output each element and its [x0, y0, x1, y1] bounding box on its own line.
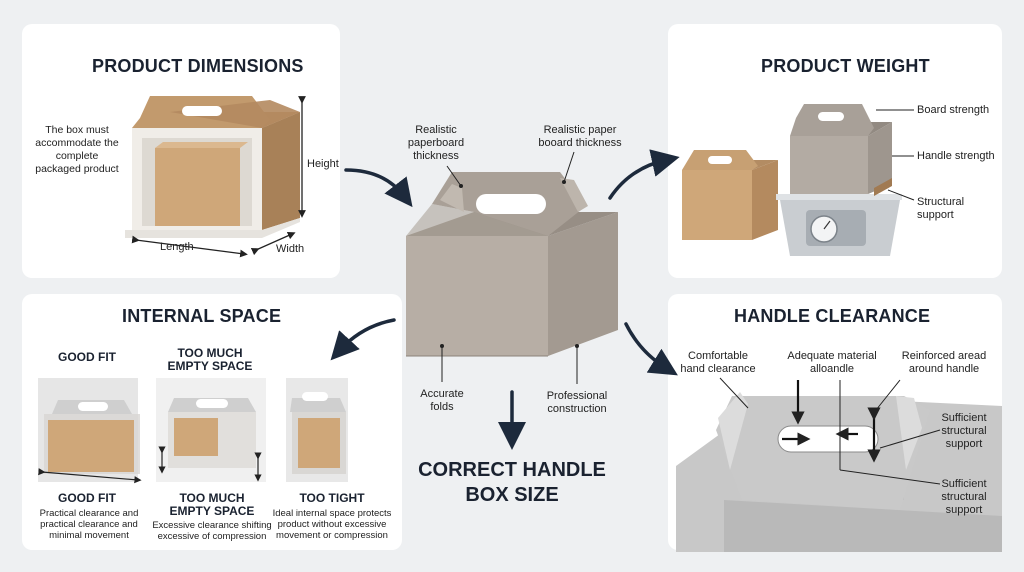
flow-arrows	[330, 149, 680, 450]
arrow-to-handle	[624, 322, 678, 376]
good-fit-label: GOOD FIT	[58, 491, 116, 505]
structural-support-label: Structural support	[917, 196, 965, 221]
good-fit-top-label: GOOD FIT	[58, 350, 116, 364]
center-leader-lines	[441, 151, 578, 384]
internal-space-title: INTERNAL SPACE	[122, 306, 282, 326]
too-tight-description: Ideal internal space protects product wi…	[272, 508, 392, 541]
sufficient-support-label-2: Sufficient structural support	[941, 478, 987, 516]
correct-handle-box-size-title: CORRECT HANDLE BOX SIZE	[418, 459, 606, 506]
good-fit-box-illustration	[38, 378, 142, 484]
handle-strength-label: Handle strength	[917, 150, 995, 162]
dimension-arrows	[131, 96, 306, 258]
too-tight-label: TOO TIGHT	[299, 491, 365, 505]
handle-leader-lines	[719, 377, 941, 485]
paperboard-thickness-right: Realistic paper booard thickness	[538, 124, 622, 149]
arrow-to-internal	[330, 318, 396, 361]
length-arrow	[131, 235, 248, 258]
width-arrow	[250, 232, 296, 256]
kraft-box-small-illustration	[682, 150, 778, 240]
product-dimensions-title: PRODUCT DIMENSIONS	[92, 56, 304, 76]
kraft-box-dimensions-illustration	[125, 96, 300, 238]
arrow-from-dimensions	[344, 168, 413, 208]
board-strength-label: Board strength	[917, 104, 990, 116]
weighing-scale-illustration	[776, 194, 902, 256]
height-label: Height	[307, 158, 339, 170]
width-label: Width	[276, 243, 305, 255]
accurate-folds-label: Accurate folds	[420, 388, 464, 413]
good-fit-description: Practical clearance and practical cleara…	[39, 508, 139, 541]
length-label: Length	[160, 241, 194, 253]
too-much-space-top-label: TOO MUCH EMPTY SPACE	[167, 346, 253, 373]
grey-box-weight-illustration	[790, 104, 892, 196]
too-tight-box-illustration	[286, 378, 348, 482]
center-handle-box-illustration	[406, 172, 618, 357]
arrow-to-weight	[608, 149, 680, 200]
adequate-material-label: Adequate material alloandle	[787, 350, 877, 375]
too-much-space-box-illustration	[156, 378, 266, 482]
comfortable-clearance-label: Comfortable hand clearance	[680, 350, 756, 375]
too-much-space-label: TOO MUCH EMPTY SPACE	[169, 491, 255, 518]
reinforced-area-label: Reinforced aread around handle	[901, 350, 987, 375]
handle-clearance-arrows	[782, 380, 881, 463]
dimensions-note: The box must accommodate the complete pa…	[35, 124, 119, 175]
sufficient-support-label-1: Sufficient structural support	[941, 412, 987, 450]
paperboard-thickness-left: Realistic paperboard thickness	[407, 124, 465, 162]
professional-construction-label: Professional construction	[546, 390, 608, 415]
too-much-space-description: Excessive clearance shifting excessive o…	[152, 520, 272, 542]
handle-clearance-title: HANDLE CLEARANCE	[734, 306, 931, 326]
weight-leader-lines	[876, 109, 915, 201]
product-weight-title: PRODUCT WEIGHT	[761, 56, 930, 76]
